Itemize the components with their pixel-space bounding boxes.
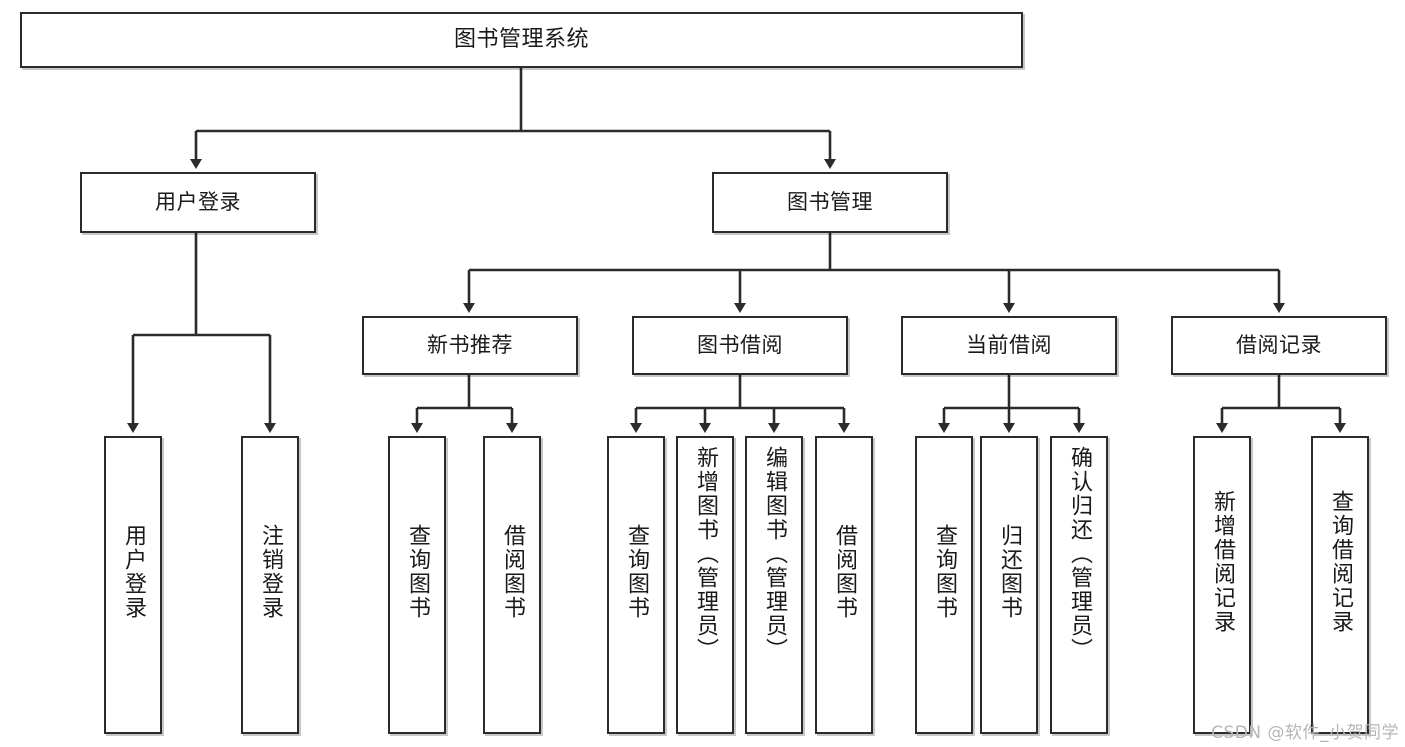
node-label: 新书推荐 — [427, 332, 513, 357]
node-label: 图书管理系统 — [453, 26, 589, 52]
leaf-return-book[interactable]: 归还图书 — [980, 436, 1038, 734]
leaf-add-book-admin[interactable]: 新增图书（管理员） — [676, 436, 734, 734]
node-label: 查询图书 — [405, 524, 430, 620]
node-label: 归还图书 — [997, 524, 1022, 620]
leaf-query-book-2[interactable]: 查询图书 — [607, 436, 665, 734]
node-user-login[interactable]: 用户登录 — [80, 172, 316, 233]
node-label: 借阅记录 — [1236, 332, 1322, 357]
node-label: 借阅图书 — [500, 524, 525, 620]
node-label: 图书管理 — [787, 189, 873, 214]
node-label: 新增图书（管理员） — [693, 446, 718, 662]
leaf-user-login[interactable]: 用户登录 — [104, 436, 162, 734]
node-label: 确认归还（管理员） — [1067, 446, 1092, 662]
node-book-management[interactable]: 图书管理 — [712, 172, 948, 233]
leaf-add-borrow-record[interactable]: 新增借阅记录 — [1193, 436, 1251, 734]
leaf-logout-login[interactable]: 注销登录 — [241, 436, 299, 734]
node-label: 编辑图书（管理员） — [762, 446, 787, 662]
node-borrow-record[interactable]: 借阅记录 — [1171, 316, 1387, 375]
node-root-system[interactable]: 图书管理系统 — [20, 12, 1023, 68]
leaf-query-book-1[interactable]: 查询图书 — [388, 436, 446, 734]
csdn-watermark: CSDN @软件_小贺同学 — [1211, 723, 1399, 743]
node-new-book-recommend[interactable]: 新书推荐 — [362, 316, 578, 375]
node-label: 查询图书 — [932, 524, 957, 620]
leaf-query-borrow-record[interactable]: 查询借阅记录 — [1311, 436, 1369, 734]
node-label: 用户登录 — [121, 524, 146, 620]
node-book-borrow[interactable]: 图书借阅 — [632, 316, 848, 375]
node-label: 图书借阅 — [697, 332, 783, 357]
leaf-borrow-book-1[interactable]: 借阅图书 — [483, 436, 541, 734]
node-label: 注销登录 — [258, 524, 283, 620]
node-label: 查询图书 — [624, 524, 649, 620]
node-label: 新增借阅记录 — [1210, 490, 1235, 634]
node-label: 查询借阅记录 — [1328, 490, 1353, 634]
leaf-edit-book-admin[interactable]: 编辑图书（管理员） — [745, 436, 803, 734]
node-label: 借阅图书 — [832, 524, 857, 620]
leaf-borrow-book-2[interactable]: 借阅图书 — [815, 436, 873, 734]
leaf-query-book-3[interactable]: 查询图书 — [915, 436, 973, 734]
node-label: 当前借阅 — [966, 332, 1052, 357]
leaf-confirm-return-admin[interactable]: 确认归还（管理员） — [1050, 436, 1108, 734]
node-label: 用户登录 — [155, 189, 241, 214]
node-current-borrow[interactable]: 当前借阅 — [901, 316, 1117, 375]
